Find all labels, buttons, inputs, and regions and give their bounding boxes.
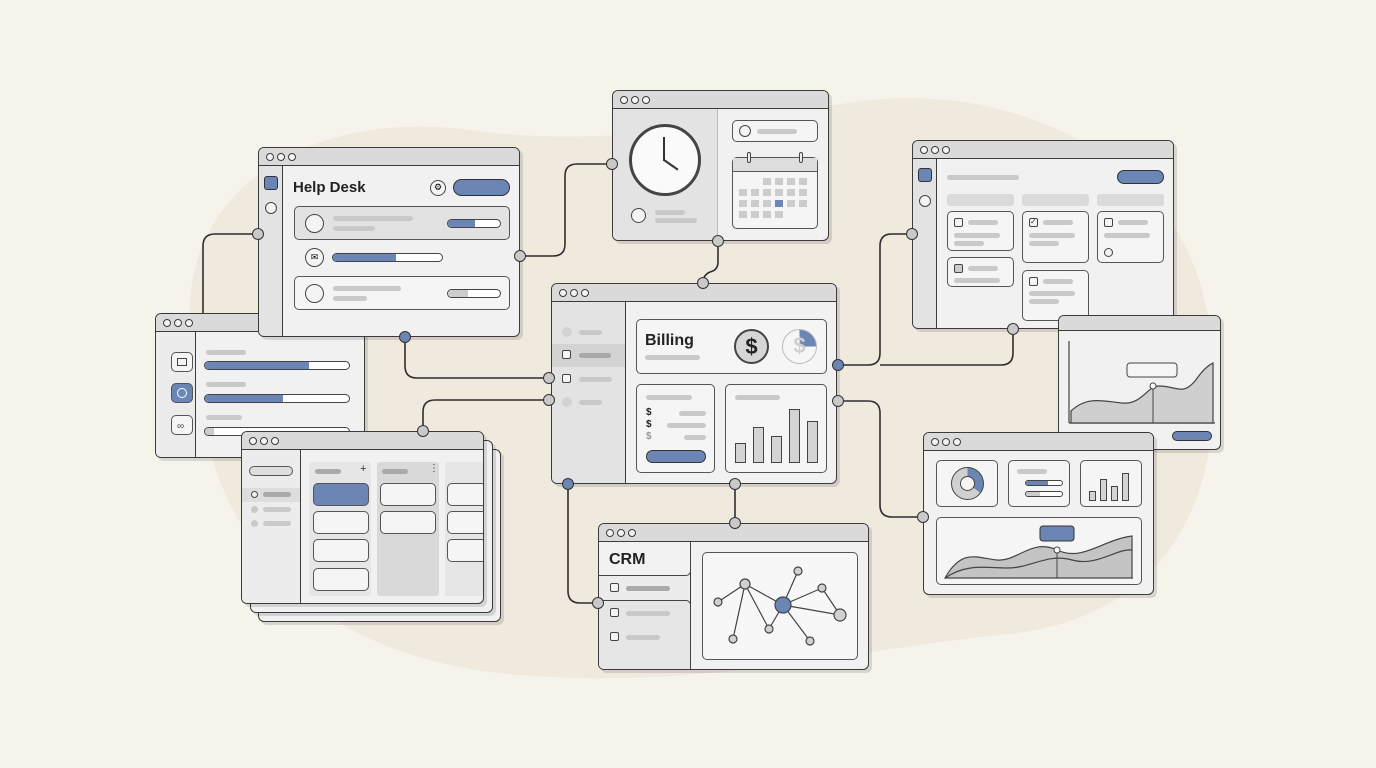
title-bar [599,524,868,542]
sidebar-item[interactable] [562,374,571,383]
kanban-card[interactable] [313,539,369,562]
crm-window: CRM [598,523,869,670]
connector-node[interactable] [514,250,526,262]
help-desk-window: Help Desk ⚙ ✉ [258,147,520,337]
kanban-card[interactable] [313,568,369,591]
trend-chart-window [1058,315,1221,450]
search-input[interactable] [249,466,293,476]
kanban-card[interactable] [313,483,369,506]
connector-node[interactable] [729,517,741,529]
pay-button[interactable] [646,450,706,463]
dollar-icon: $ [734,329,769,364]
mail-icon: ✉ [305,248,324,267]
schedule-window [612,90,829,241]
connector-node[interactable] [712,235,724,247]
slider-widget [1008,460,1070,507]
mail-icon[interactable] [171,352,193,372]
connector-node[interactable] [906,228,918,240]
connector [880,329,1014,366]
connector-node[interactable] [1007,323,1019,335]
connector-node[interactable] [562,478,574,490]
contact-item[interactable] [610,608,619,617]
chart-button[interactable] [1172,431,1212,441]
kanban-card[interactable] [380,511,436,534]
connector-node[interactable] [592,597,604,609]
contact-item[interactable] [610,632,619,641]
connector [202,233,258,313]
calendar-grid [739,178,807,218]
task-card[interactable]: ✓ [1022,211,1089,263]
connector-node[interactable] [832,359,844,371]
dashboard-window [923,432,1154,595]
more-icon[interactable]: ⋮ [429,463,439,474]
dollar-row: $ [646,431,652,442]
connector [422,399,549,431]
connector-node[interactable] [917,511,929,523]
connector-node[interactable] [543,372,555,384]
primary-button[interactable] [1117,170,1164,184]
billing-header-card: Billing $ $ [636,319,827,374]
area-chart [1068,341,1215,424]
connector-node[interactable] [729,478,741,490]
connector-node[interactable] [399,331,411,343]
kanban-window: + ⋮ [241,431,484,604]
billing-window: Billing $ $ $ $ $ [551,283,837,484]
dollar-row: $ [646,419,652,430]
payment-card: $ $ $ [636,384,715,473]
primary-button[interactable] [453,179,510,196]
title-bar [924,433,1153,451]
title-bar [242,432,483,450]
connector [567,484,598,604]
connector [520,163,612,257]
calendar[interactable] [732,152,818,229]
clock-small-icon [631,208,646,223]
user-icon [305,214,324,233]
kanban-card[interactable] [313,511,369,534]
link-icon[interactable]: ∞ [171,415,193,435]
user-icon [305,284,324,303]
page-title: CRM [609,551,646,568]
task-card[interactable] [1097,211,1164,263]
dollar-row: $ [646,407,652,418]
page-title: Help Desk [293,179,366,196]
ticket-row[interactable] [294,276,510,310]
connector-node[interactable] [832,395,844,407]
title-bar [1059,316,1220,331]
sidebar-item[interactable] [265,202,277,214]
network-graph [702,552,858,660]
connector [404,337,549,379]
connector-node[interactable] [417,425,429,437]
task-board-window: ✓ [912,140,1174,329]
wave-chart [936,517,1142,585]
task-card[interactable] [1022,270,1089,321]
task-card[interactable] [947,257,1014,287]
kanban-card[interactable] [380,483,436,506]
sidebar-item[interactable] [919,195,931,207]
title-bar [913,141,1173,159]
connector-node[interactable] [543,394,555,406]
clock-icon [629,124,701,196]
connector [838,400,923,518]
time-field[interactable] [732,120,818,142]
ticket-row[interactable] [294,206,510,240]
connector-node[interactable] [606,158,618,170]
page-title: Billing [645,332,694,349]
bar-widget [1080,460,1142,507]
sidebar-item-active[interactable] [918,168,932,182]
connector-node[interactable] [252,228,264,240]
dollar-pie-icon: $ [782,329,817,364]
connector-node[interactable] [697,277,709,289]
donut-widget [936,460,998,507]
clock-icon[interactable] [171,383,193,403]
bar-chart-card [725,384,827,473]
connector [838,233,912,366]
sidebar-item-active[interactable] [264,176,278,190]
task-card[interactable] [947,211,1014,251]
title-bar [259,148,519,166]
bar-chart [735,405,821,463]
title-bar [613,91,828,109]
title-bar [552,284,836,302]
settings-icon[interactable]: ⚙ [430,180,446,196]
add-icon[interactable]: + [360,463,367,475]
